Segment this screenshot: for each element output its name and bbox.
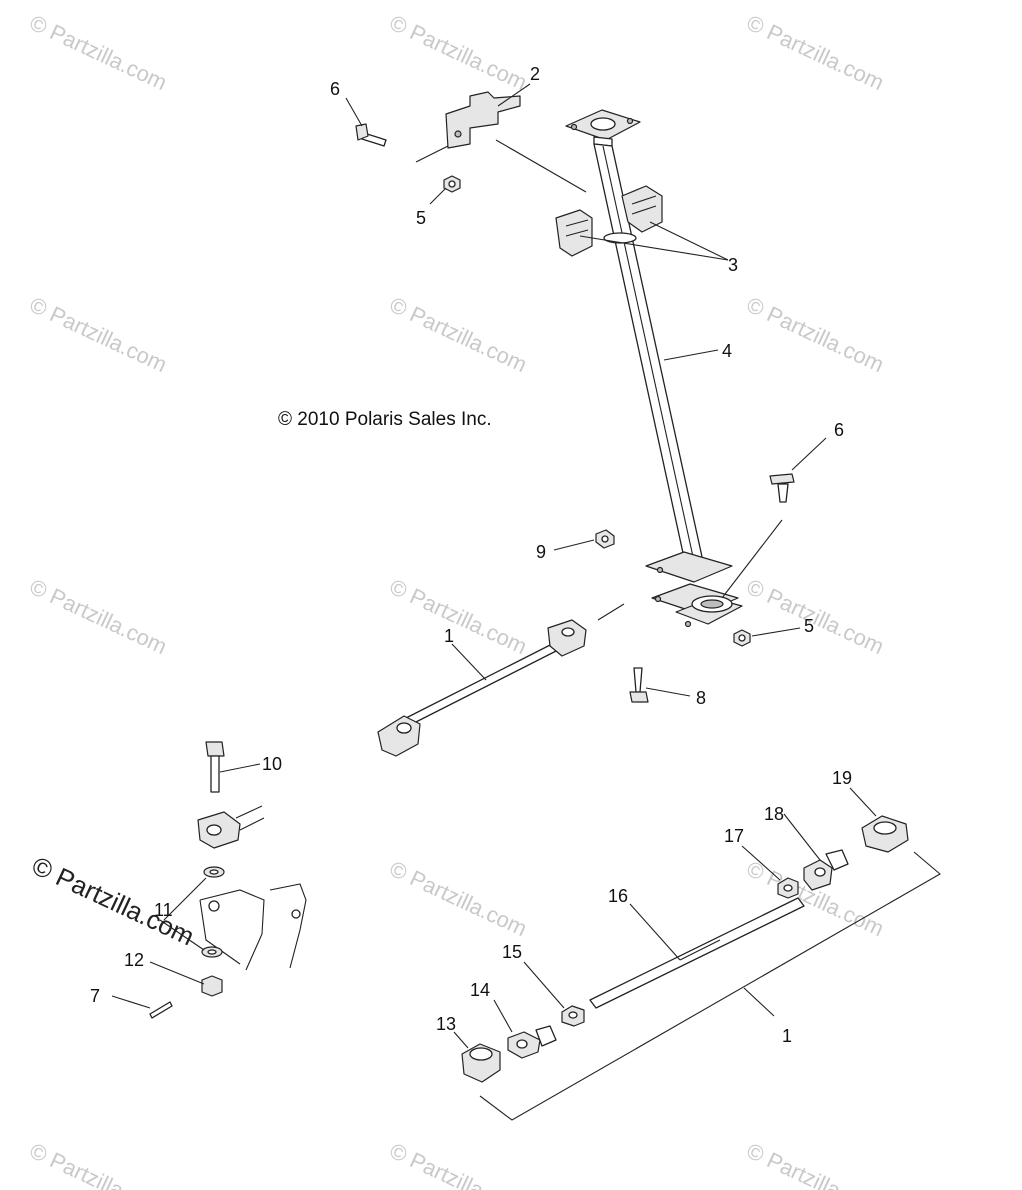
clamp-bracket-part-2 <box>445 91 521 149</box>
callout-1: 1 <box>782 1026 792 1046</box>
callout-6: 6 <box>330 79 340 99</box>
nut-part-5-mid <box>733 629 751 647</box>
watermark: © Partzilla.com <box>386 856 531 941</box>
nut-part-15 <box>561 1005 585 1027</box>
watermark: © Partzilla.com <box>743 292 888 377</box>
cotter-pin-part-7 <box>149 1001 173 1019</box>
watermark: © Partzilla.com <box>386 292 531 377</box>
watermark: © Partzilla.com <box>386 10 531 95</box>
watermark: © Partzilla.com <box>743 1138 888 1190</box>
callout-10: 10 <box>262 754 282 774</box>
nut-part-17 <box>777 877 799 899</box>
callout-16: 16 <box>608 886 628 906</box>
copyright-notice: © 2010 Polaris Sales Inc. <box>278 409 492 430</box>
watermark: © Partzilla.com <box>743 10 888 95</box>
callout-5: 5 <box>804 616 814 636</box>
callout-17: 17 <box>724 826 744 846</box>
callout-14: 14 <box>470 980 490 1000</box>
watermark: © Partzilla.com <box>26 574 171 659</box>
tie-rod-assembly-part-1-upper <box>377 619 587 757</box>
watermark: © Partzilla.com <box>386 574 531 659</box>
bolt-part-6-top <box>355 123 387 147</box>
watermark: © Partzilla.com <box>26 10 171 95</box>
callout-11: 11 <box>154 900 173 920</box>
ball-joint-part-18 <box>803 849 849 891</box>
steering-arm-bracket <box>199 883 307 971</box>
bolt-part-8 <box>629 667 649 703</box>
washer-part-11-lower <box>201 946 223 958</box>
leader-lines <box>111 83 941 1121</box>
rod-end-part-19 <box>861 815 909 853</box>
rod-end-part-13 <box>461 1043 501 1083</box>
callout-15: 15 <box>502 942 522 962</box>
callout-12: 12 <box>124 950 144 970</box>
watermark: © Partzilla.com <box>26 292 171 377</box>
washer-part-11-upper <box>203 866 225 878</box>
callout-6: 6 <box>834 420 844 440</box>
nut-part-9 <box>595 529 615 549</box>
callout-3: 3 <box>728 255 738 275</box>
bushings-part-3 <box>555 185 663 257</box>
callout-1: 1 <box>444 626 454 646</box>
callouts: 6 2 5 3 4 6 9 5 1 8 10 19 18 17 16 11 12… <box>90 64 852 1046</box>
watermark: © Partzilla.com <box>743 574 888 659</box>
bolt-part-6-mid <box>769 473 795 503</box>
callout-18: 18 <box>764 804 784 824</box>
callout-9: 9 <box>536 542 546 562</box>
callout-13: 13 <box>436 1014 456 1034</box>
callout-5: 5 <box>416 208 426 228</box>
watermark: © Partzilla.com <box>386 1138 531 1190</box>
steering-column-part-4 <box>565 109 743 628</box>
watermark: © Partzilla.com <box>26 1138 171 1190</box>
nut-part-12 <box>201 975 223 997</box>
bolt-part-10 <box>205 741 225 793</box>
tie-rod-part-16 <box>589 897 805 1009</box>
watermark-overlay: © Partzilla.com <box>27 850 198 951</box>
ball-joint-part-14 <box>507 1025 557 1059</box>
callout-4: 4 <box>722 341 732 361</box>
callout-7: 7 <box>90 986 100 1006</box>
callout-2: 2 <box>530 64 540 84</box>
nut-part-5-top <box>443 175 461 193</box>
callout-8: 8 <box>696 688 706 708</box>
callout-19: 19 <box>832 768 852 788</box>
rod-end-left <box>197 805 265 849</box>
